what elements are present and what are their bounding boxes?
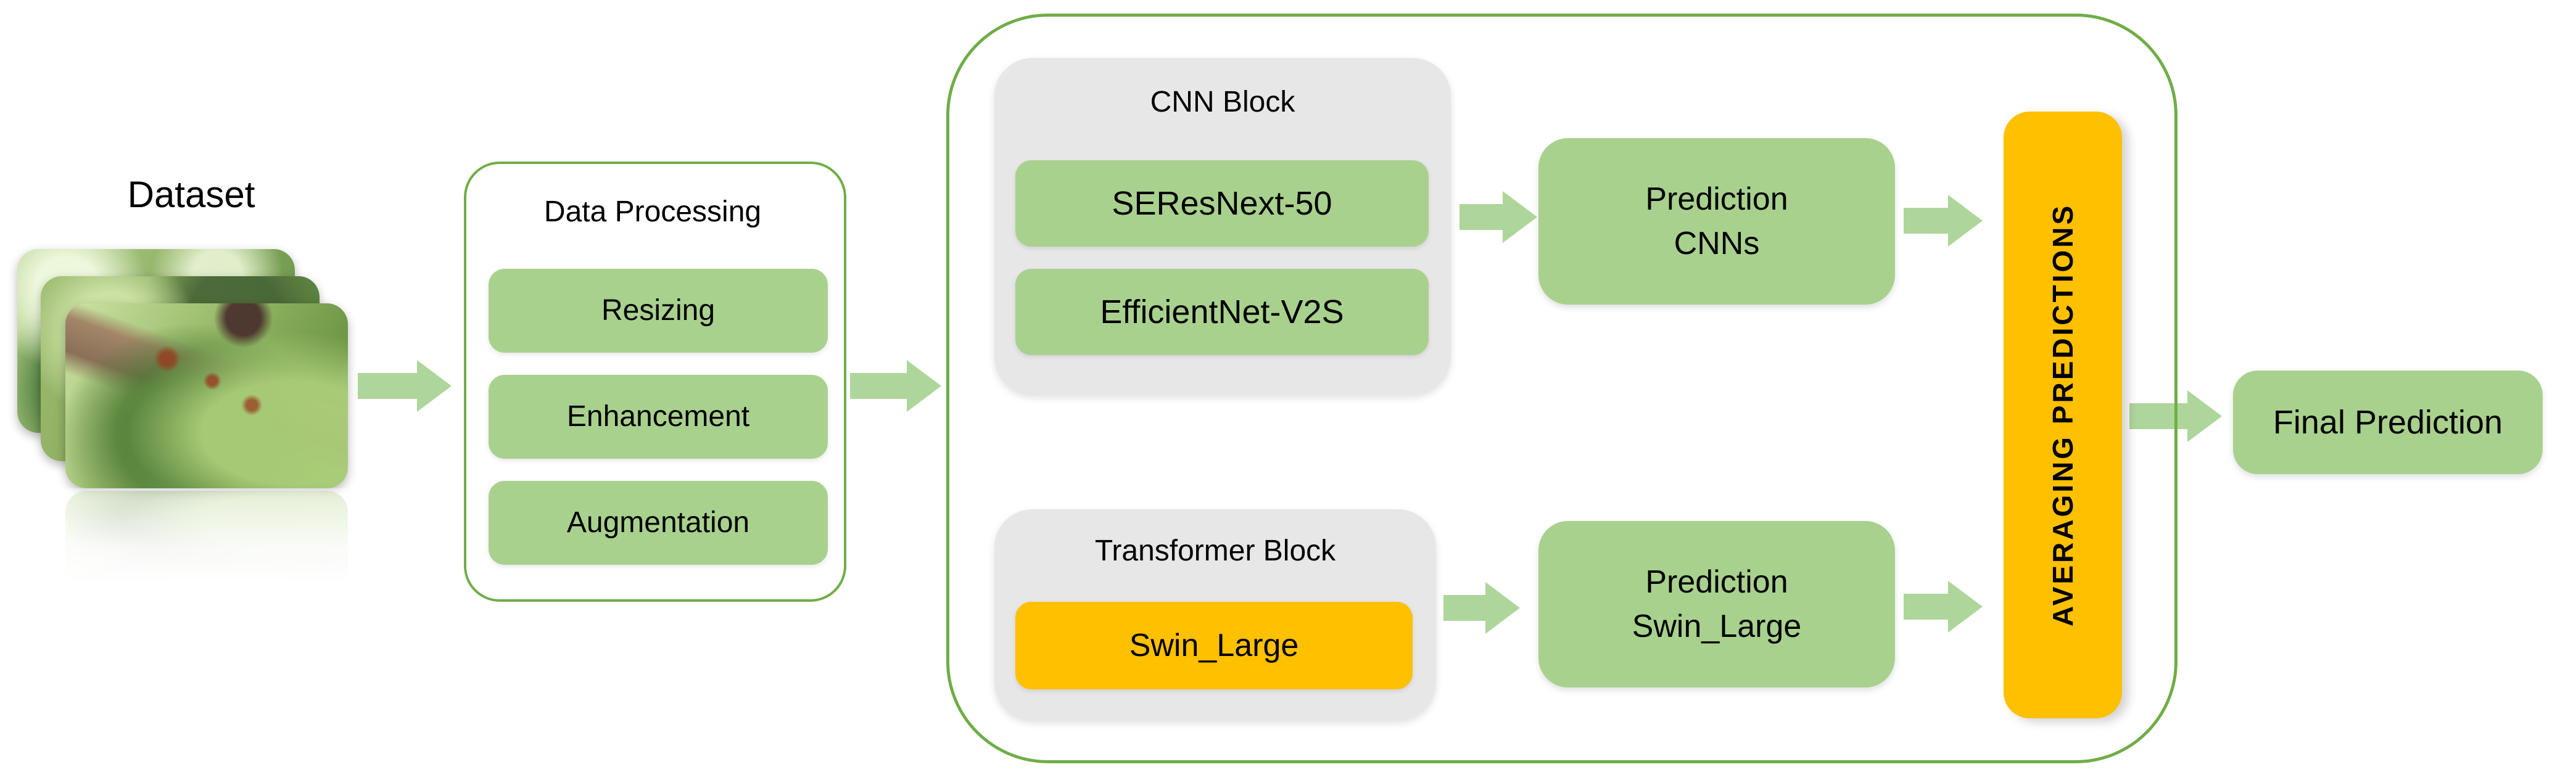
prediction-swin-line2: Swin_Large: [1632, 609, 1802, 644]
cnn-block-title: CNN Block: [1150, 85, 1295, 118]
arrow-body: [1459, 204, 1504, 230]
arrow-body: [1904, 594, 1949, 620]
data-processing-box: Data Processing Resizing Enhancement Aug…: [464, 162, 846, 602]
transformer-block-title: Transformer Block: [1094, 534, 1336, 567]
arrow-head-icon: [907, 360, 941, 412]
prediction-cnns-box: Prediction CNNs: [1538, 138, 1895, 305]
arrow-head-icon: [2187, 390, 2222, 442]
data-processing-title: Data Processing: [543, 195, 762, 228]
arrow-body: [358, 373, 418, 399]
step-enhancement: Enhancement: [489, 375, 828, 459]
model-efficientnet: EfficientNet-V2S: [1015, 269, 1429, 355]
step-augmentation: Augmentation: [489, 481, 828, 565]
prediction-cnns-line2: CNNs: [1674, 226, 1760, 261]
arrow-processing-to-ensemble: [850, 360, 941, 412]
prediction-swin-line1: Prediction: [1645, 564, 1788, 600]
transformer-block: Transformer Block Swin_Large: [994, 509, 1436, 720]
arrow-body: [1443, 595, 1487, 621]
arrow-body: [2129, 403, 2189, 429]
dataset-title: Dataset: [127, 173, 255, 215]
arrow-body: [1904, 208, 1949, 234]
arrow-head-icon: [1948, 195, 1983, 247]
arrow-head-icon: [1948, 581, 1983, 633]
averaging-predictions-label: AVERAGING PREDICTIONS: [2047, 203, 2079, 627]
arrow-predcnns-to-averaging: [1904, 195, 1983, 247]
arrow-predswin-to-averaging: [1904, 581, 1983, 633]
arrow-head-icon: [417, 360, 452, 412]
averaging-predictions-box: AVERAGING PREDICTIONS: [2004, 112, 2122, 718]
cnn-block: CNN Block SEResNext-50 EfficientNet-V2S: [994, 58, 1451, 395]
arrow-head-icon: [1503, 191, 1537, 243]
arrow-head-icon: [1485, 582, 1520, 634]
arrow-body: [850, 373, 908, 399]
step-resizing: Resizing: [489, 269, 828, 353]
arrow-dataset-to-processing: [358, 360, 452, 412]
prediction-cnns-line1: Prediction: [1645, 181, 1788, 217]
arrow-averaging-to-final: [2129, 390, 2222, 442]
dataset-photo-front: [65, 303, 348, 488]
final-prediction-box: Final Prediction: [2233, 371, 2543, 474]
model-seresnext: SEResNext-50: [1015, 160, 1429, 247]
prediction-swin-box: Prediction Swin_Large: [1538, 521, 1895, 687]
reflection-fade-overlay: [5, 488, 375, 599]
arrow-cnn-to-prediction: [1459, 191, 1537, 243]
arrow-transformer-to-prediction: [1443, 582, 1520, 634]
model-swin-large: Swin_Large: [1015, 602, 1413, 689]
